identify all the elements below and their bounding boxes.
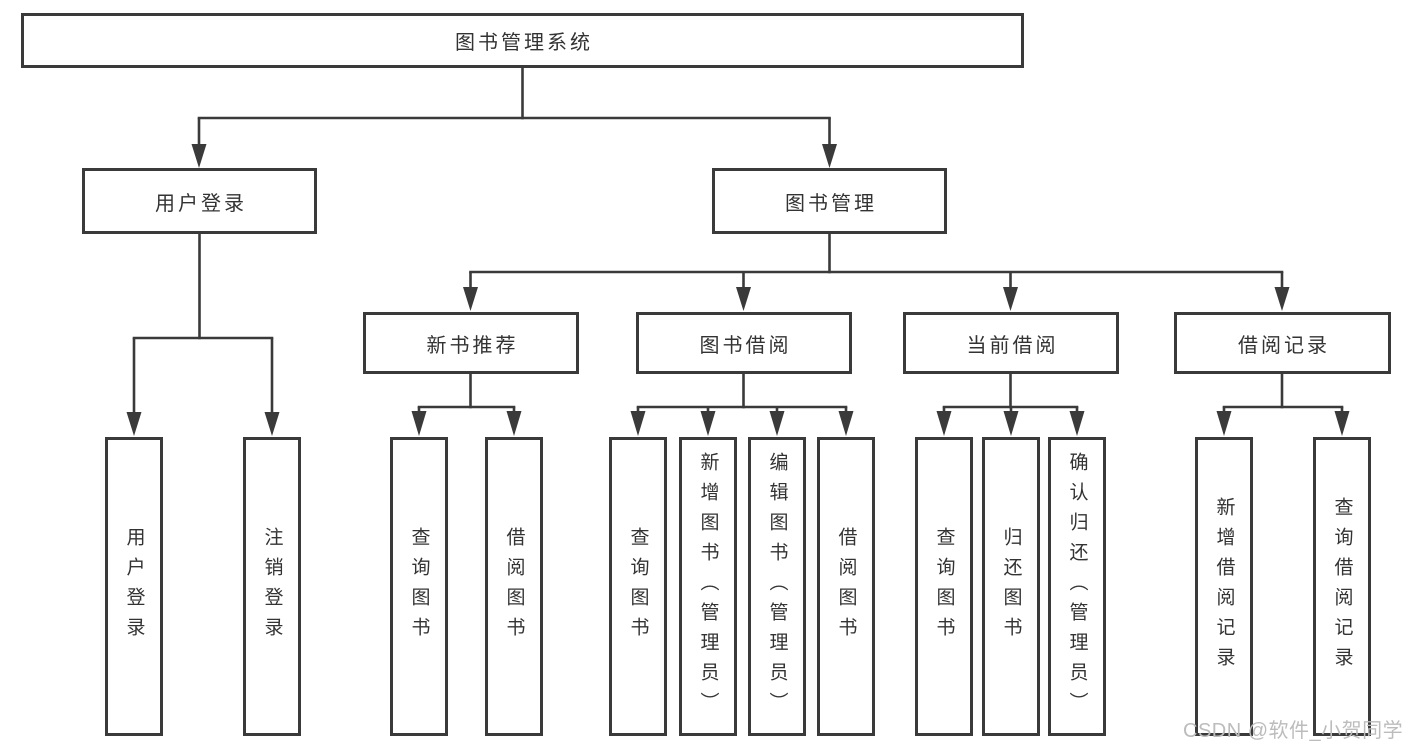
leaf-logout: 注销登录 [243,437,301,736]
node-user-login: 用户登录 [82,168,317,234]
arrowhead [769,411,785,436]
node-book-borrow: 图书借阅 [636,312,852,374]
connector-book-borrow-children [630,373,854,436]
arrowhead [463,287,478,311]
leaf-bb-query-book: 查询图书 [609,437,667,736]
leaf-bb-borrow-book: 借阅图书 [817,437,875,736]
arrowhead [630,411,646,436]
arrowhead [822,144,837,168]
arrowhead [1069,411,1085,436]
node-current-borrow: 当前借阅 [903,312,1119,374]
leaf-br-add-record: 新增借阅记录 [1195,437,1253,736]
node-book-borrow-label: 图书借阅 [699,334,792,357]
arrowhead [264,412,280,436]
leaf-bb-edit-book: 编辑图书（管理员） [748,437,806,736]
leaf-user-login-label: 用户登录 [123,526,145,647]
leaf-rec-borrow-book-label: 借阅图书 [503,526,525,647]
connector-new-book-rec-children [411,373,522,436]
arrowhead [1216,411,1232,436]
leaf-cb-return-book: 归还图书 [982,437,1040,736]
leaf-user-login: 用户登录 [105,437,163,736]
arrowhead [411,411,427,436]
node-root-label: 图书管理系统 [455,32,593,54]
leaf-cb-confirm-return: 确认归还（管理员） [1048,437,1106,736]
leaf-bb-borrow-book-label: 借阅图书 [835,526,857,647]
arrowhead [736,287,751,311]
leaf-br-add-record-label: 新增借阅记录 [1213,496,1235,677]
arrowhead [936,411,952,436]
arrowhead [838,411,854,436]
node-book-mgmt-label: 图书管理 [785,192,877,215]
connector-root-children [191,66,837,168]
node-borrow-records: 借阅记录 [1174,312,1391,374]
arrowhead [506,411,522,436]
arrowhead [1003,411,1019,436]
leaf-rec-query-book-label: 查询图书 [408,526,430,647]
node-book-mgmt: 图书管理 [712,168,947,234]
node-user-login-label: 用户登录 [155,192,247,215]
arrowhead [700,411,716,436]
node-root: 图书管理系统 [21,13,1024,68]
leaf-cb-return-book-label: 归还图书 [1000,526,1022,647]
leaf-rec-borrow-book: 借阅图书 [485,437,543,736]
leaf-bb-query-book-label: 查询图书 [627,526,649,647]
leaf-rec-query-book: 查询图书 [390,437,448,736]
node-current-borrow-label: 当前借阅 [966,334,1059,357]
node-new-book-rec: 新书推荐 [363,312,579,374]
connector-book-mgmt-children [463,233,1290,311]
arrowhead [1274,287,1290,311]
connector-user-login-children [126,233,280,436]
leaf-cb-confirm-return-label: 确认归还（管理员） [1066,451,1088,722]
connector-borrow-records-children [1216,373,1350,436]
leaf-cb-query-book-label: 查询图书 [933,526,955,647]
leaf-bb-add-book: 新增图书（管理员） [679,437,737,736]
leaf-br-query-record: 查询借阅记录 [1313,437,1371,736]
leaf-logout-label: 注销登录 [261,526,283,647]
leaf-cb-query-book: 查询图书 [915,437,973,736]
arrowhead [191,144,207,168]
leaf-bb-add-book-label: 新增图书（管理员） [697,451,719,722]
leaf-bb-edit-book-label: 编辑图书（管理员） [766,451,788,722]
watermark: CSDN @软件_小贺同学 [1183,720,1404,742]
arrowhead [1334,411,1350,436]
connector-current-borrow-children [936,373,1085,436]
node-borrow-records-label: 借阅记录 [1238,334,1330,357]
arrowhead [1003,287,1018,311]
arrowhead [126,412,142,436]
leaf-br-query-record-label: 查询借阅记录 [1331,496,1353,677]
node-new-book-rec-label: 新书推荐 [426,334,519,357]
